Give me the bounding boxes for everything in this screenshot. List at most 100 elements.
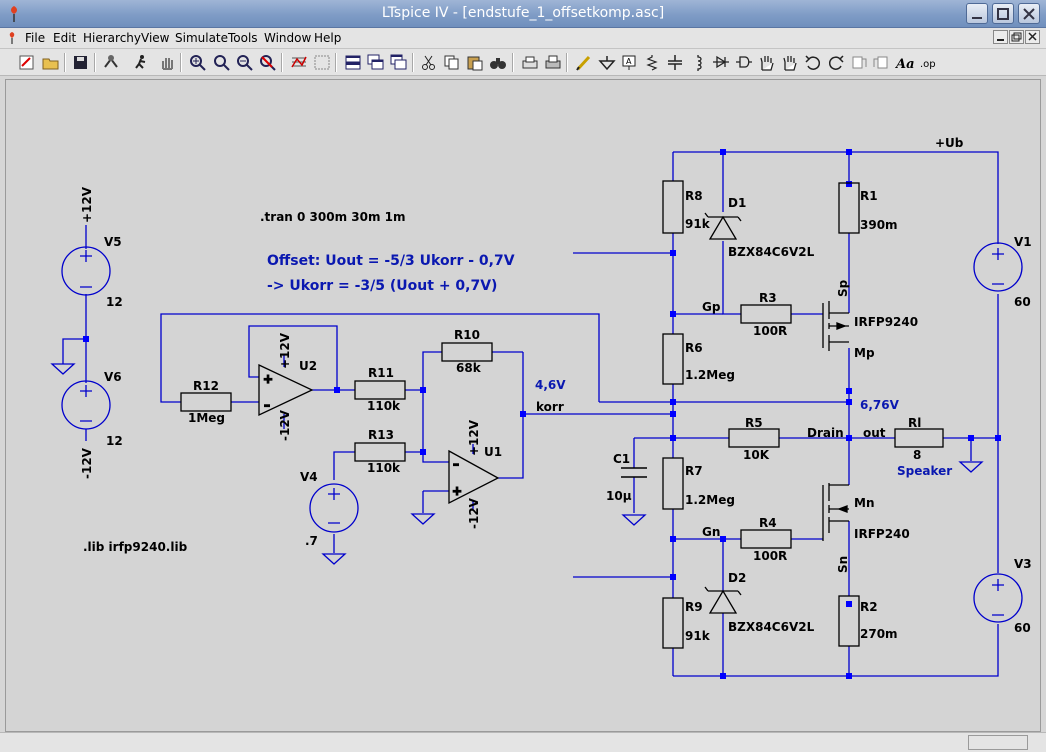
- wire-button[interactable]: [574, 53, 594, 72]
- halt-icon: [162, 58, 173, 70]
- rotate-icon: [852, 56, 867, 69]
- close-icon: [1028, 32, 1037, 41]
- svg-text:–: –: [453, 457, 459, 471]
- r4-name: R4: [759, 516, 777, 530]
- document-icon[interactable]: [6, 31, 18, 45]
- window-title: LTspice IV - [endstufe_1_offsetkomp.asc]: [381, 5, 665, 21]
- new-schematic-button[interactable]: [17, 53, 37, 72]
- menu-help[interactable]: Help: [314, 31, 342, 45]
- resistor-R7: [662, 457, 684, 510]
- r13-value: 110k: [367, 461, 401, 475]
- mdi-close-button[interactable]: [1025, 30, 1040, 44]
- v5-value: 12: [106, 295, 123, 309]
- mirror-button[interactable]: [872, 53, 892, 72]
- ground-button[interactable]: [597, 53, 617, 72]
- find-button[interactable]: [488, 53, 508, 72]
- r10-value: 68k: [456, 361, 482, 375]
- diode-button[interactable]: [711, 53, 731, 72]
- close-button[interactable]: [1018, 3, 1040, 24]
- d2-name: D2: [728, 571, 746, 585]
- menu-hierarchy[interactable]: Hierarchy: [83, 31, 142, 45]
- ub-net-label: +Ub: [935, 136, 964, 150]
- resistor-R6: [662, 333, 684, 385]
- print-button[interactable]: [543, 53, 563, 72]
- cancel-zoom-button[interactable]: [258, 53, 278, 72]
- run-icon: [135, 55, 146, 69]
- labels: .tran 0 300m 30m 1m .lib irfp9240.lib Of…: [80, 136, 1032, 643]
- label-net-icon: A: [622, 55, 636, 70]
- plot-button[interactable]: [312, 53, 332, 72]
- find-icon: [490, 58, 506, 69]
- r5-value: 10K: [743, 448, 770, 462]
- paste-button[interactable]: [465, 53, 485, 72]
- tile-horizontal-button[interactable]: [343, 53, 363, 72]
- mdi-restore-button[interactable]: [1009, 30, 1024, 44]
- mirror-icon: [873, 56, 888, 69]
- cascade-button[interactable]: [366, 53, 386, 72]
- schematic-drawing[interactable]: + – – + .tran 0 300m 30m 1m .lib irfp924…: [6, 80, 1041, 732]
- voltage-sources: [61, 242, 1023, 623]
- r7-value: 1.2Meg: [685, 493, 735, 507]
- halt-button[interactable]: [157, 53, 177, 72]
- menu-file[interactable]: File: [25, 31, 46, 45]
- label-net-button[interactable]: A: [619, 53, 639, 72]
- drag-button[interactable]: [780, 53, 800, 72]
- mn-name: Mn: [854, 496, 874, 510]
- save-button[interactable]: [71, 53, 91, 72]
- r7-name: R7: [685, 464, 703, 478]
- plot-settings-button[interactable]: [289, 53, 309, 72]
- undo-button[interactable]: [803, 53, 823, 72]
- rotate-button[interactable]: [849, 53, 869, 72]
- run-button[interactable]: [131, 53, 151, 72]
- r2-value: 270m: [860, 627, 898, 641]
- cut-button[interactable]: [419, 53, 439, 72]
- resistor-R1: [838, 182, 860, 234]
- plot-settings-icon: [291, 56, 307, 68]
- resistor-button[interactable]: [642, 53, 662, 72]
- zoom-in-button[interactable]: [188, 53, 208, 72]
- v3-name: V3: [1014, 557, 1032, 571]
- control-panel-button[interactable]: [101, 53, 121, 72]
- spice-directive-icon: .op: [920, 59, 936, 70]
- capacitor-button[interactable]: [665, 53, 685, 72]
- menu-window[interactable]: Window: [264, 31, 312, 45]
- source-V4: [309, 483, 359, 533]
- component-button[interactable]: [734, 53, 754, 72]
- menu-simulate[interactable]: Simulate: [175, 31, 229, 45]
- text-button[interactable]: Aa: [895, 53, 915, 72]
- schematic-canvas[interactable]: + – – + .tran 0 300m 30m 1m .lib irfp924…: [5, 79, 1041, 732]
- v6-name: V6: [104, 370, 122, 384]
- resistor-icon: [646, 55, 658, 71]
- menu-bar: File Edit Hierarchy View Simulate Tools …: [0, 28, 1046, 49]
- print-setup-button[interactable]: [520, 53, 540, 72]
- spice-directive-button[interactable]: .op: [918, 53, 938, 72]
- inductor-button[interactable]: [688, 53, 708, 72]
- v1-name: V1: [1014, 235, 1032, 249]
- minimize-button[interactable]: [966, 3, 988, 24]
- svg-text:A: A: [626, 57, 632, 66]
- menu-tools[interactable]: Tools: [228, 31, 258, 45]
- move-icon: [760, 56, 774, 71]
- rl-name: Rl: [908, 416, 921, 430]
- r8-value: 91k: [685, 217, 711, 231]
- tile-vertical-button[interactable]: [389, 53, 409, 72]
- open-button[interactable]: [41, 53, 61, 72]
- opamp-U1: – +: [448, 449, 500, 505]
- mosfet-Mp: [822, 301, 849, 351]
- svg-text:.op: .op: [920, 59, 936, 70]
- zoom-out-button[interactable]: [235, 53, 255, 72]
- redo-button[interactable]: [826, 53, 846, 72]
- zoom-fit-button[interactable]: [212, 53, 232, 72]
- open-icon: [42, 58, 59, 70]
- move-button[interactable]: [757, 53, 777, 72]
- diode-D1: [704, 212, 742, 240]
- r11-name: R11: [368, 366, 394, 380]
- menu-view[interactable]: View: [141, 31, 170, 45]
- u1-name: U1: [484, 445, 502, 459]
- r5-name: R5: [745, 416, 763, 430]
- ground-icon: [598, 56, 616, 71]
- maximize-button[interactable]: [992, 3, 1014, 24]
- menu-edit[interactable]: Edit: [53, 31, 77, 45]
- mdi-minimize-button[interactable]: [993, 30, 1008, 44]
- copy-button[interactable]: [442, 53, 462, 72]
